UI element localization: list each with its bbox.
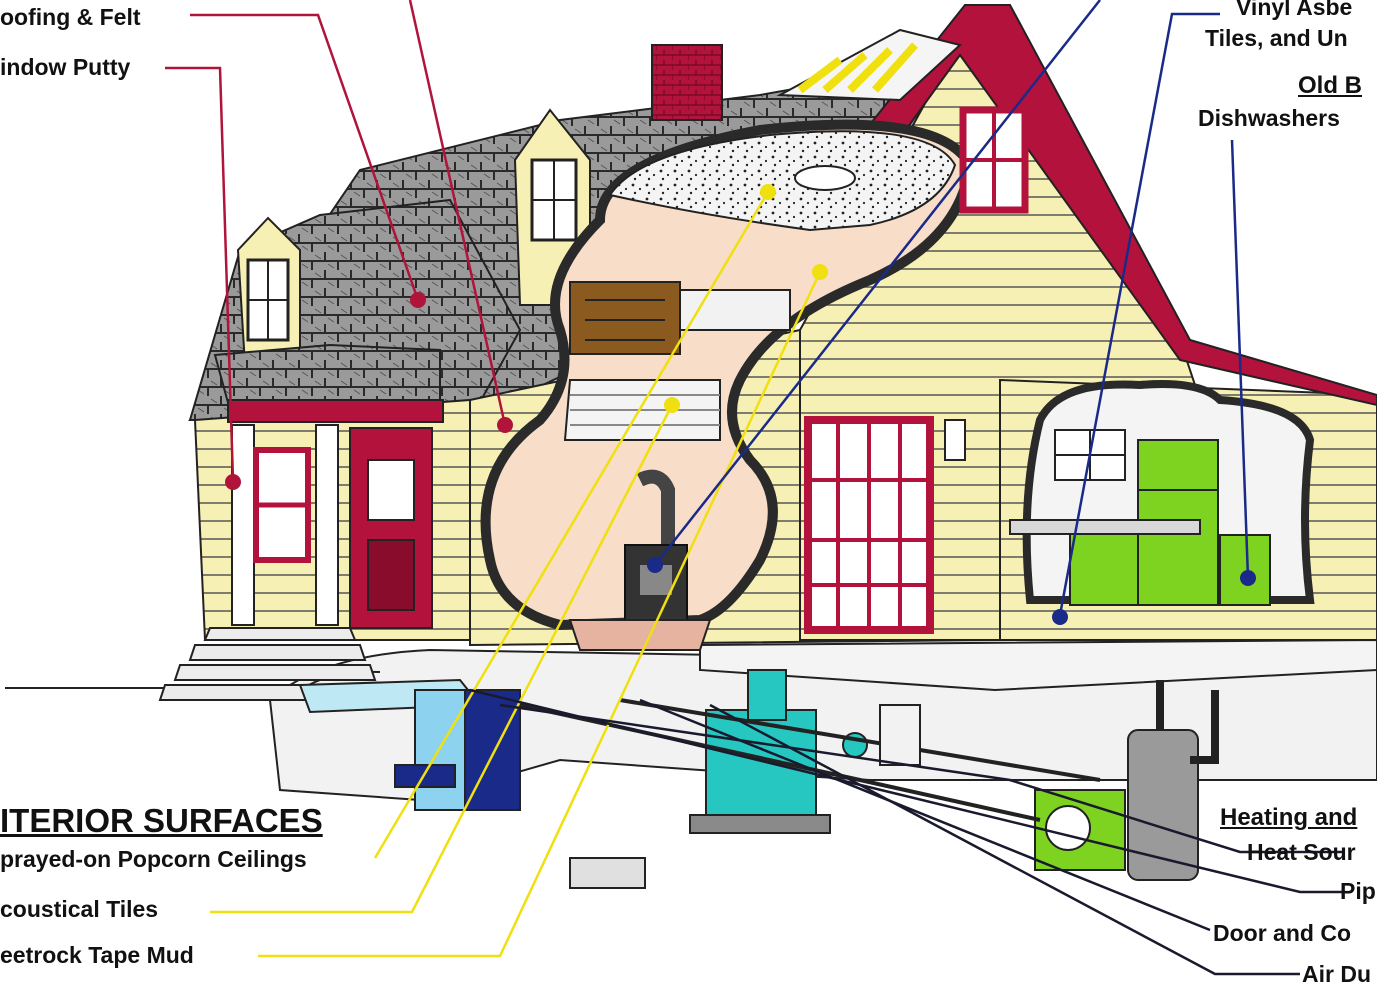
- label-window-putty: indow Putty: [0, 56, 130, 79]
- label-vinyl-asbestos: Vinyl Asbe: [1236, 0, 1352, 19]
- label-heating-and: Heating and: [1220, 806, 1357, 830]
- acoustical-marker: [664, 397, 680, 413]
- label-popcorn-ceilings: prayed-on Popcorn Ceilings: [0, 848, 307, 871]
- stove-marker: [647, 557, 663, 573]
- dishwasher-marker: [1240, 570, 1256, 586]
- label-tiles-and: Tiles, and Un: [1205, 27, 1348, 50]
- siding-marker: [497, 417, 513, 433]
- label-old-brand: Old B: [1298, 74, 1362, 98]
- label-sheetrock-tape-mud: eetrock Tape Mud: [0, 944, 194, 967]
- label-heat-source: Heat Sour: [1247, 841, 1356, 864]
- vinyl-marker: [1052, 609, 1068, 625]
- label-roofing-felt: oofing & Felt: [0, 6, 141, 29]
- roofing-felt-marker: [410, 292, 426, 308]
- window-putty-marker: [225, 474, 241, 490]
- label-acoustical-tiles: coustical Tiles: [0, 898, 158, 921]
- label-air-duct: Air Du: [1302, 963, 1371, 986]
- label-pipe: Pip: [1340, 880, 1376, 903]
- label-interior-surfaces: ITERIOR SURFACES: [0, 804, 323, 837]
- popcorn-marker: [760, 184, 776, 200]
- sheetrock-marker: [812, 264, 828, 280]
- label-door-and: Door and Co: [1213, 922, 1351, 945]
- label-dishwashers: Dishwashers: [1198, 107, 1340, 130]
